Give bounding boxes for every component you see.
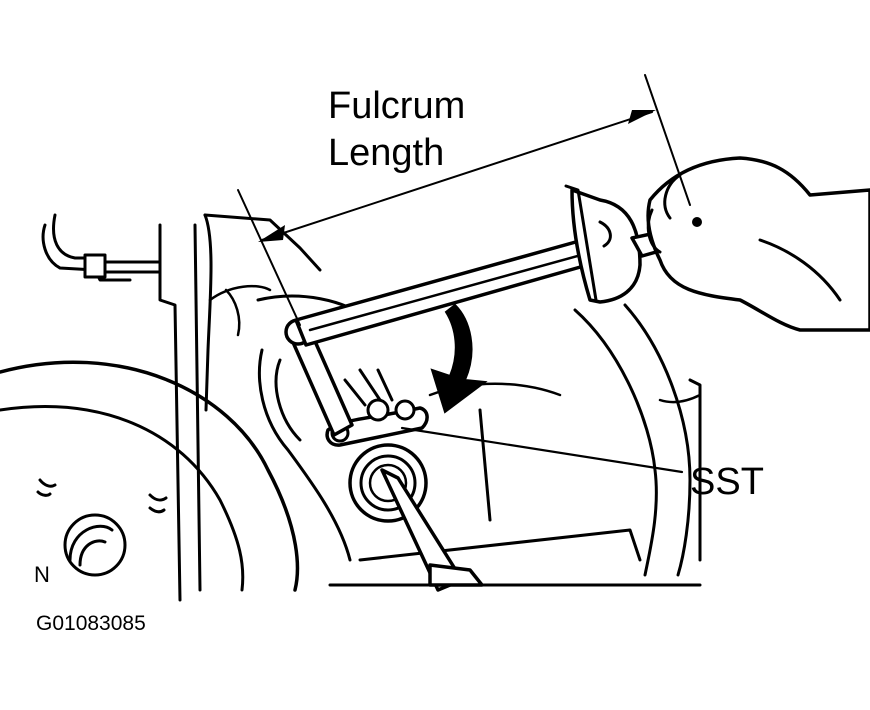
n-mark-label: N [34, 562, 50, 587]
screwdriver [380, 468, 484, 592]
sst-leader [400, 426, 684, 474]
fulcrum-label-line2: Length [328, 132, 444, 174]
sst-tool [325, 368, 429, 447]
figure-code: G01083085 [36, 612, 146, 635]
hand [646, 156, 870, 332]
brake-hose [41, 213, 202, 602]
torque-wrench [284, 184, 672, 437]
fulcrum-length-dimension [237, 74, 691, 326]
fender-panel [573, 303, 702, 577]
rotation-arrow [430, 303, 488, 414]
fulcrum-label-line1: Fulcrum [328, 85, 465, 127]
brake-disc [0, 360, 300, 592]
sst-label: SST [690, 461, 764, 503]
